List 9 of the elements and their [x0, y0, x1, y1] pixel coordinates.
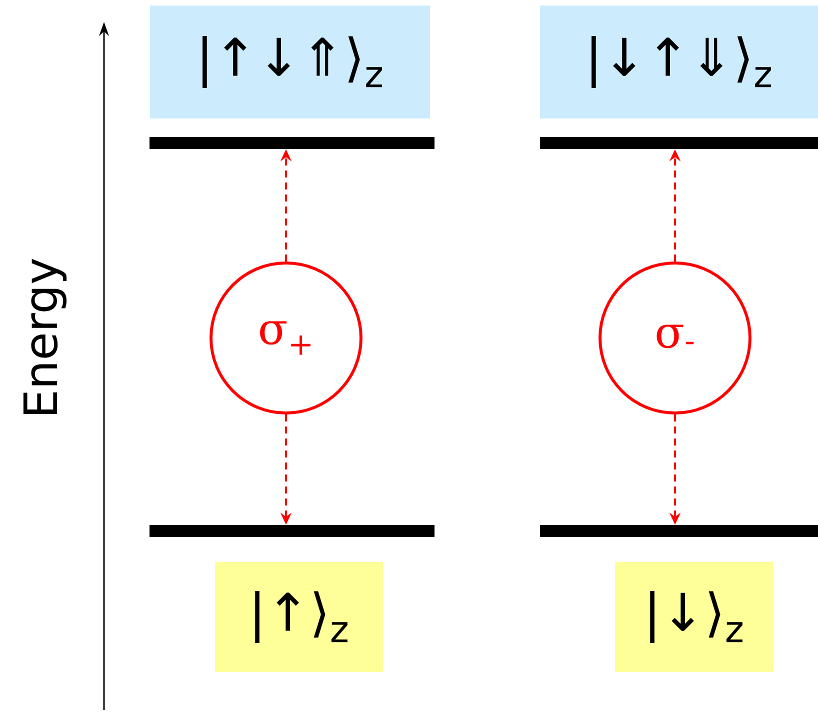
energy-level-bar: [540, 525, 818, 537]
energy-level-bar: [150, 137, 434, 149]
state-box: |↓↑⇓⟩$_{z}$: [540, 6, 818, 118]
energy-level-bar: [150, 525, 434, 537]
state-box: |↑⟩$_{z}$: [215, 562, 383, 672]
energy-level-bar: [540, 137, 818, 149]
state-box: |↑↓⇑⟩$_{z}$: [150, 6, 430, 118]
axis-label: Energy: [23, 258, 67, 414]
state-box: |↓⟩$_{z}$: [615, 562, 773, 672]
